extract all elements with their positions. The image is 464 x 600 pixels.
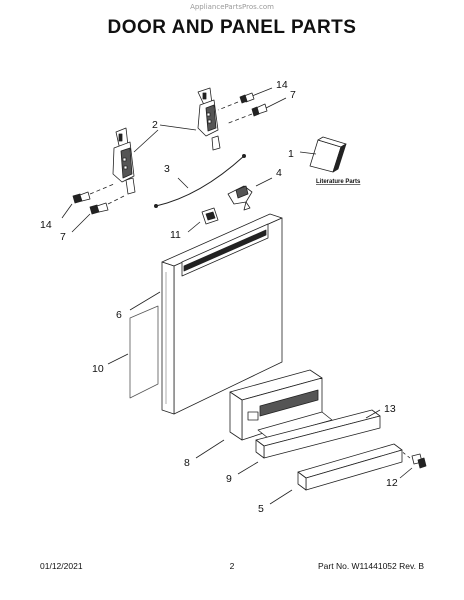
- callout-5: 5: [258, 503, 264, 515]
- door-rod: [153, 153, 246, 208]
- page-title: DOOR AND PANEL PARTS: [107, 17, 357, 38]
- callout-7-lower: 7: [60, 231, 66, 243]
- footer-date: 01/12/2021: [40, 561, 83, 571]
- callout-9: 9: [226, 473, 232, 485]
- trim-strip: [237, 409, 381, 475]
- callout-14-lower: 14: [40, 219, 52, 231]
- screw-12: [399, 449, 427, 479]
- callout-13: 13: [384, 403, 396, 415]
- footer-part-number: Part No. W11441052 Rev. B: [318, 561, 424, 571]
- callout-8: 8: [184, 457, 190, 469]
- callout-1: 1: [288, 148, 294, 160]
- callout-12: 12: [386, 477, 398, 489]
- screw-14-upper: [217, 87, 273, 111]
- callout-6: 6: [116, 309, 122, 321]
- screw-7-upper: [225, 97, 287, 125]
- watermark: AppliancePartsPros.com: [190, 3, 274, 11]
- outer-door-panel: [161, 213, 283, 415]
- callout-3: 3: [164, 163, 170, 175]
- control-console: [195, 369, 333, 459]
- inner-panel-sheet: [107, 305, 159, 399]
- callout-11: 11: [170, 229, 181, 241]
- door-clip: [187, 207, 219, 233]
- literature-booklet: [299, 136, 347, 173]
- literature-label: Literature Parts: [316, 179, 361, 185]
- screw-7-lower: [71, 195, 125, 233]
- callout-4: 4: [276, 167, 282, 179]
- callout-14-upper: 14: [276, 79, 288, 91]
- hinge-lower-left: [112, 127, 136, 195]
- callout-10: 10: [92, 363, 104, 375]
- callout-2: 2: [152, 119, 158, 131]
- footer-page-number: 2: [229, 561, 235, 571]
- callout-7-upper: 7: [290, 89, 296, 101]
- bracket-rail: [365, 409, 381, 419]
- hinge-upper-right: [197, 87, 221, 151]
- latch-bracket: [227, 177, 273, 211]
- screw-14-lower: [61, 183, 115, 219]
- lower-trim: [269, 443, 403, 505]
